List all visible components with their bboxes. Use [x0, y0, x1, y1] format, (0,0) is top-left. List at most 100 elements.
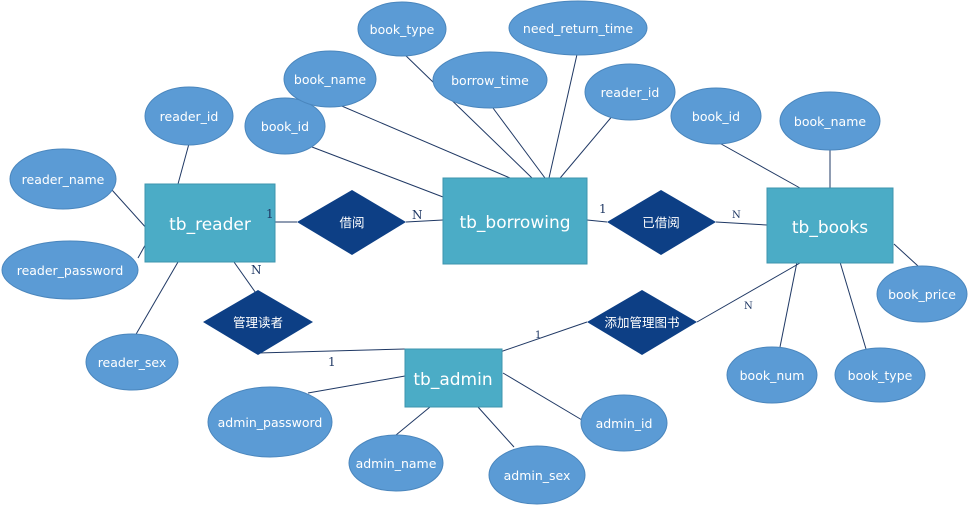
line-books-book-id: [713, 139, 801, 189]
line-borrowing-borrow-time: [489, 103, 546, 179]
relationship-label: 添加管理图书: [604, 315, 679, 330]
attribute-need-return-time: need_return_time: [508, 0, 648, 56]
cardinality-labels: 1 N 1 N N 1 1 N: [251, 202, 753, 369]
relationship-diamond: [607, 190, 716, 255]
attributes-borrowing: book_id book_name book_type borrow_time …: [244, 0, 676, 155]
entity-box: [766, 187, 894, 264]
svg-text:reader_password: reader_password: [17, 263, 124, 278]
svg-text:borrow_time: borrow_time: [451, 73, 529, 88]
svg-text:book_id: book_id: [261, 119, 309, 134]
cardinality-addmanage-books: N: [744, 301, 753, 312]
relationship-label: 已借阅: [642, 215, 680, 230]
svg-text:book_type: book_type: [370, 22, 435, 37]
attribute-reader-id-borrowing: reader_id: [584, 63, 676, 121]
attribute-book-num: book_num: [726, 346, 818, 404]
relationship-diamond: [587, 290, 697, 355]
attribute-book-type: book_type: [834, 347, 926, 403]
line-addmanage-to-books: [696, 262, 801, 323]
entity-tb-admin: tb_admin: [404, 348, 503, 408]
attributes-reader: reader_id reader_name reader_password re…: [1, 86, 234, 391]
svg-text:admin_id: admin_id: [596, 416, 653, 431]
svg-text:need_return_time: need_return_time: [523, 21, 634, 36]
relationship-label: 借阅: [339, 215, 364, 230]
cardinality-admin-addmanage: 1: [535, 330, 541, 341]
svg-text:reader_id: reader_id: [160, 109, 219, 124]
attributes-admin: admin_password admin_name admin_sex admi…: [207, 386, 668, 505]
svg-text:admin_sex: admin_sex: [504, 468, 571, 483]
line-reader-reader-sex: [134, 261, 179, 337]
attribute-admin-password: admin_password: [207, 386, 333, 458]
line-admin-to-addmanage: [499, 321, 588, 353]
svg-text:book_price: book_price: [888, 287, 956, 302]
line-admin-admin-sex: [477, 406, 515, 448]
line-borrowing-book-id: [311, 146, 444, 198]
relationship-diamond: [203, 290, 313, 355]
line-borrowing-book-name: [329, 100, 511, 179]
svg-text:reader_id: reader_id: [601, 85, 660, 100]
svg-text:book_type: book_type: [848, 368, 913, 383]
svg-text:book_name: book_name: [294, 72, 366, 87]
entity-label: tb_reader: [169, 215, 251, 235]
entity-tb-reader: tb_reader: [144, 183, 276, 263]
line-books-book-num: [779, 261, 798, 348]
relationship-borrowed: 已借阅: [607, 190, 716, 255]
attribute-reader-id: reader_id: [144, 86, 234, 146]
entity-box: [404, 348, 503, 408]
svg-text:book_num: book_num: [740, 368, 805, 383]
cardinality-borrowing-borrowed: 1: [599, 202, 607, 216]
line-reader-to-manage: [233, 261, 259, 297]
cardinality-borrowed-books: N: [732, 210, 741, 221]
entity-box: [442, 177, 588, 265]
attribute-reader-password: reader_password: [1, 240, 139, 300]
line-books-book-price: [893, 243, 919, 267]
entity-tb-books: tb_books: [766, 187, 894, 264]
cardinality-reader-manage: N: [251, 263, 262, 277]
attribute-reader-name: reader_name: [9, 148, 117, 210]
attribute-admin-name: admin_name: [348, 434, 444, 492]
line-books-book-type: [839, 261, 867, 350]
svg-text:book_name: book_name: [794, 114, 866, 129]
line-admin-admin-id: [502, 372, 583, 421]
line-borrowing-book-type: [401, 51, 533, 179]
attribute-book-price: book_price: [876, 265, 968, 323]
entity-tb-borrowing: tb_borrowing: [442, 177, 588, 265]
relationship-manage-readers: 管理读者: [203, 290, 313, 355]
attribute-book-id: book_id: [244, 97, 326, 155]
attribute-book-name: book_name: [283, 50, 377, 108]
entity-label: tb_borrowing: [459, 213, 570, 233]
attribute-admin-sex: admin_sex: [488, 445, 586, 505]
connector-lines: [111, 49, 919, 448]
entity-box: [144, 183, 276, 263]
attribute-book-name: book_name: [779, 91, 881, 151]
svg-text:admin_name: admin_name: [356, 456, 437, 471]
relationship-diamond: [297, 190, 406, 255]
line-borrow-to-borrowing: [405, 219, 444, 223]
relationship-borrow: 借阅: [297, 190, 406, 255]
cardinality-manage-admin: 1: [328, 355, 336, 369]
svg-text:reader_sex: reader_sex: [98, 355, 167, 370]
attribute-book-type: book_type: [357, 1, 447, 57]
cardinality-borrow-borrowing: N: [412, 208, 423, 222]
relationship-add-manage-books: 添加管理图书: [587, 290, 697, 355]
svg-text:reader_name: reader_name: [22, 172, 105, 187]
line-reader-reader-name: [111, 189, 149, 231]
svg-text:admin_password: admin_password: [218, 415, 323, 430]
line-admin-admin-password: [307, 375, 406, 394]
attribute-admin-id: admin_id: [580, 394, 668, 452]
line-borrowing-need-return-time: [548, 49, 579, 179]
entity-label: tb_books: [792, 218, 868, 238]
cardinality-reader-borrow: 1: [266, 207, 274, 221]
attribute-reader-sex: reader_sex: [85, 333, 179, 391]
attribute-borrow-time: borrow_time: [432, 51, 548, 109]
relationship-label: 管理读者: [233, 315, 283, 330]
line-borrowing-to-borrowed: [586, 219, 608, 223]
line-manage-to-admin: [257, 348, 406, 354]
svg-text:book_id: book_id: [692, 109, 740, 124]
line-borrowed-to-books: [715, 221, 768, 226]
line-admin-admin-name: [395, 406, 431, 436]
entity-label: tb_admin: [413, 370, 492, 390]
line-reader-reader-id: [177, 139, 191, 185]
attributes-books: book_id book_name book_price book_num bo…: [670, 87, 968, 404]
attribute-book-id: book_id: [670, 87, 762, 145]
